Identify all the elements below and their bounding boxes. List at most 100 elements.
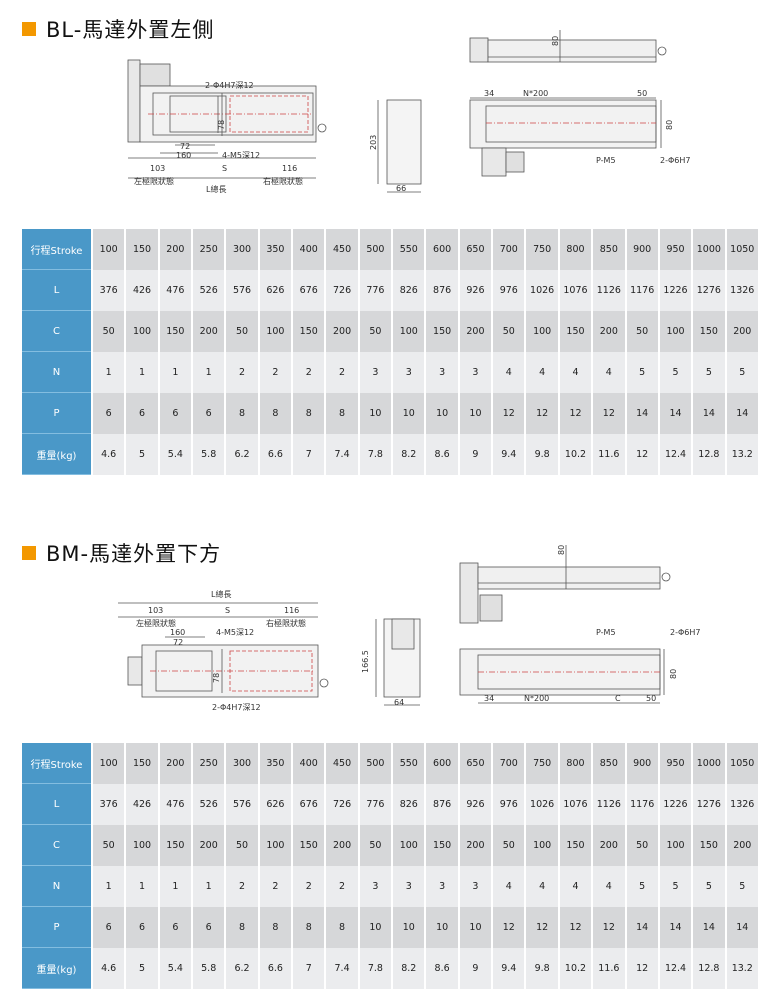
table-cell: 6 <box>158 392 194 434</box>
table-cell: 50 <box>225 824 260 866</box>
table-cell: 8.2 <box>392 433 427 475</box>
table-cell: 8 <box>225 906 260 948</box>
table-cell: 376 <box>92 783 127 825</box>
table-cell: 1076 <box>558 783 594 825</box>
table-cell: 150 <box>425 310 460 352</box>
table-cell: 976 <box>492 269 527 311</box>
table-cell: 2 <box>225 351 260 393</box>
table-cell: 10.2 <box>558 947 594 989</box>
table-cell: 1 <box>92 865 127 907</box>
table-cell: 150 <box>292 824 327 866</box>
table-cell: 7.8 <box>358 433 394 475</box>
table-cell: 13.2 <box>725 433 761 475</box>
label-dim-203: 203 <box>369 135 378 150</box>
label-hole-a: 2-Φ4H7深12 <box>212 703 261 712</box>
row-header: 重量(kg) <box>22 947 93 989</box>
table-cell: 5 <box>125 433 160 475</box>
table-cell: 4 <box>558 865 594 907</box>
table-cell: 750 <box>525 743 560 784</box>
table-cell: 12 <box>625 433 660 475</box>
table-cell: 300 <box>225 743 260 784</box>
table-cell: 6 <box>158 906 194 948</box>
table-cell: 250 <box>192 743 227 784</box>
label-total-len: L總長 <box>211 589 231 599</box>
table-cell: 876 <box>425 269 460 311</box>
table-cell: 11.6 <box>592 433 627 475</box>
technical-drawing-bm: L總長 103 S 116 左極限狀態 右極限狀態 160 72 4-M5深12… <box>118 545 700 712</box>
table-cell: 550 <box>392 743 427 784</box>
table-cell: 450 <box>325 743 360 784</box>
table-cell: 10 <box>458 906 494 948</box>
table-cell: 50 <box>92 824 127 866</box>
label-dim-160: 160 <box>170 628 185 637</box>
table-cell: 5.8 <box>192 433 227 475</box>
orange-square-icon <box>22 546 36 560</box>
label-dim-116: 116 <box>284 606 299 615</box>
table-cell: 5.4 <box>158 433 194 475</box>
table-cell: 900 <box>625 743 660 784</box>
table-cell: 926 <box>458 269 494 311</box>
table-cell: 5 <box>625 865 660 907</box>
table-cell: 776 <box>358 269 394 311</box>
table-cell: 150 <box>558 310 594 352</box>
table-cell: 5 <box>625 351 660 393</box>
table-cell: 2 <box>325 351 360 393</box>
table-cell: 100 <box>92 229 127 270</box>
table-cell: 50 <box>92 310 127 352</box>
table-cell: 200 <box>592 824 627 866</box>
table-cell: 8 <box>325 392 360 434</box>
label-left-limit: 左極限狀態 <box>134 176 174 186</box>
table-cell: 2 <box>258 351 294 393</box>
table-cell: 10 <box>392 392 427 434</box>
table-cell: 6 <box>192 392 227 434</box>
table-cell: 10 <box>358 906 394 948</box>
table-cell: 14 <box>725 392 761 434</box>
table-cell: 1276 <box>692 783 727 825</box>
row-header: N <box>22 351 93 393</box>
label-right-limit: 右極限狀態 <box>266 618 306 628</box>
label-dim-50: 50 <box>646 694 656 703</box>
label-dim-64: 64 <box>394 698 404 707</box>
table-cell: 3 <box>458 351 494 393</box>
table-cell: 9 <box>458 947 494 989</box>
table-cell: 7.4 <box>325 947 360 989</box>
table-cell: 7 <box>292 947 327 989</box>
table-cell: 1000 <box>692 229 727 270</box>
table-cell: 12 <box>592 392 627 434</box>
table-cell: 200 <box>725 310 761 352</box>
table-cell: 150 <box>692 310 727 352</box>
table-cell: 6 <box>92 906 127 948</box>
table-cell: 200 <box>158 229 194 270</box>
row-header: P <box>22 392 93 434</box>
section-title-bl: BL-馬達外置左側 <box>22 14 214 44</box>
table-cell: 6.2 <box>225 433 260 475</box>
label-dim-c: C <box>615 694 621 703</box>
table-cell: 1126 <box>592 783 627 825</box>
table-cell: 1 <box>92 351 127 393</box>
table-cell: 1226 <box>658 269 694 311</box>
table-cell: 600 <box>425 229 460 270</box>
table-cell: 6 <box>192 906 227 948</box>
table-cell: 8.6 <box>425 947 460 989</box>
table-cell: 200 <box>592 310 627 352</box>
table-cell: 100 <box>392 824 427 866</box>
table-cell: 650 <box>458 229 494 270</box>
table-cell: 50 <box>492 310 527 352</box>
table-cell: 1026 <box>525 783 560 825</box>
label-dim-103: 103 <box>150 164 165 173</box>
table-cell: 14 <box>625 392 660 434</box>
table-cell: 14 <box>692 392 727 434</box>
table-cell: 5.4 <box>158 947 194 989</box>
table-cell: 50 <box>625 310 660 352</box>
table-cell: 1176 <box>625 783 660 825</box>
technical-drawing-bl: 2-Φ4H7深12 78 72 160 4-M5深12 103 S 116 左極… <box>127 30 690 194</box>
table-cell: 676 <box>292 269 327 311</box>
table-cell: 700 <box>492 229 527 270</box>
table-cell: 4 <box>492 865 527 907</box>
label-hole-a: 2-Φ4H7深12 <box>205 81 254 90</box>
section-title-text: BL-馬達外置左側 <box>46 18 215 42</box>
